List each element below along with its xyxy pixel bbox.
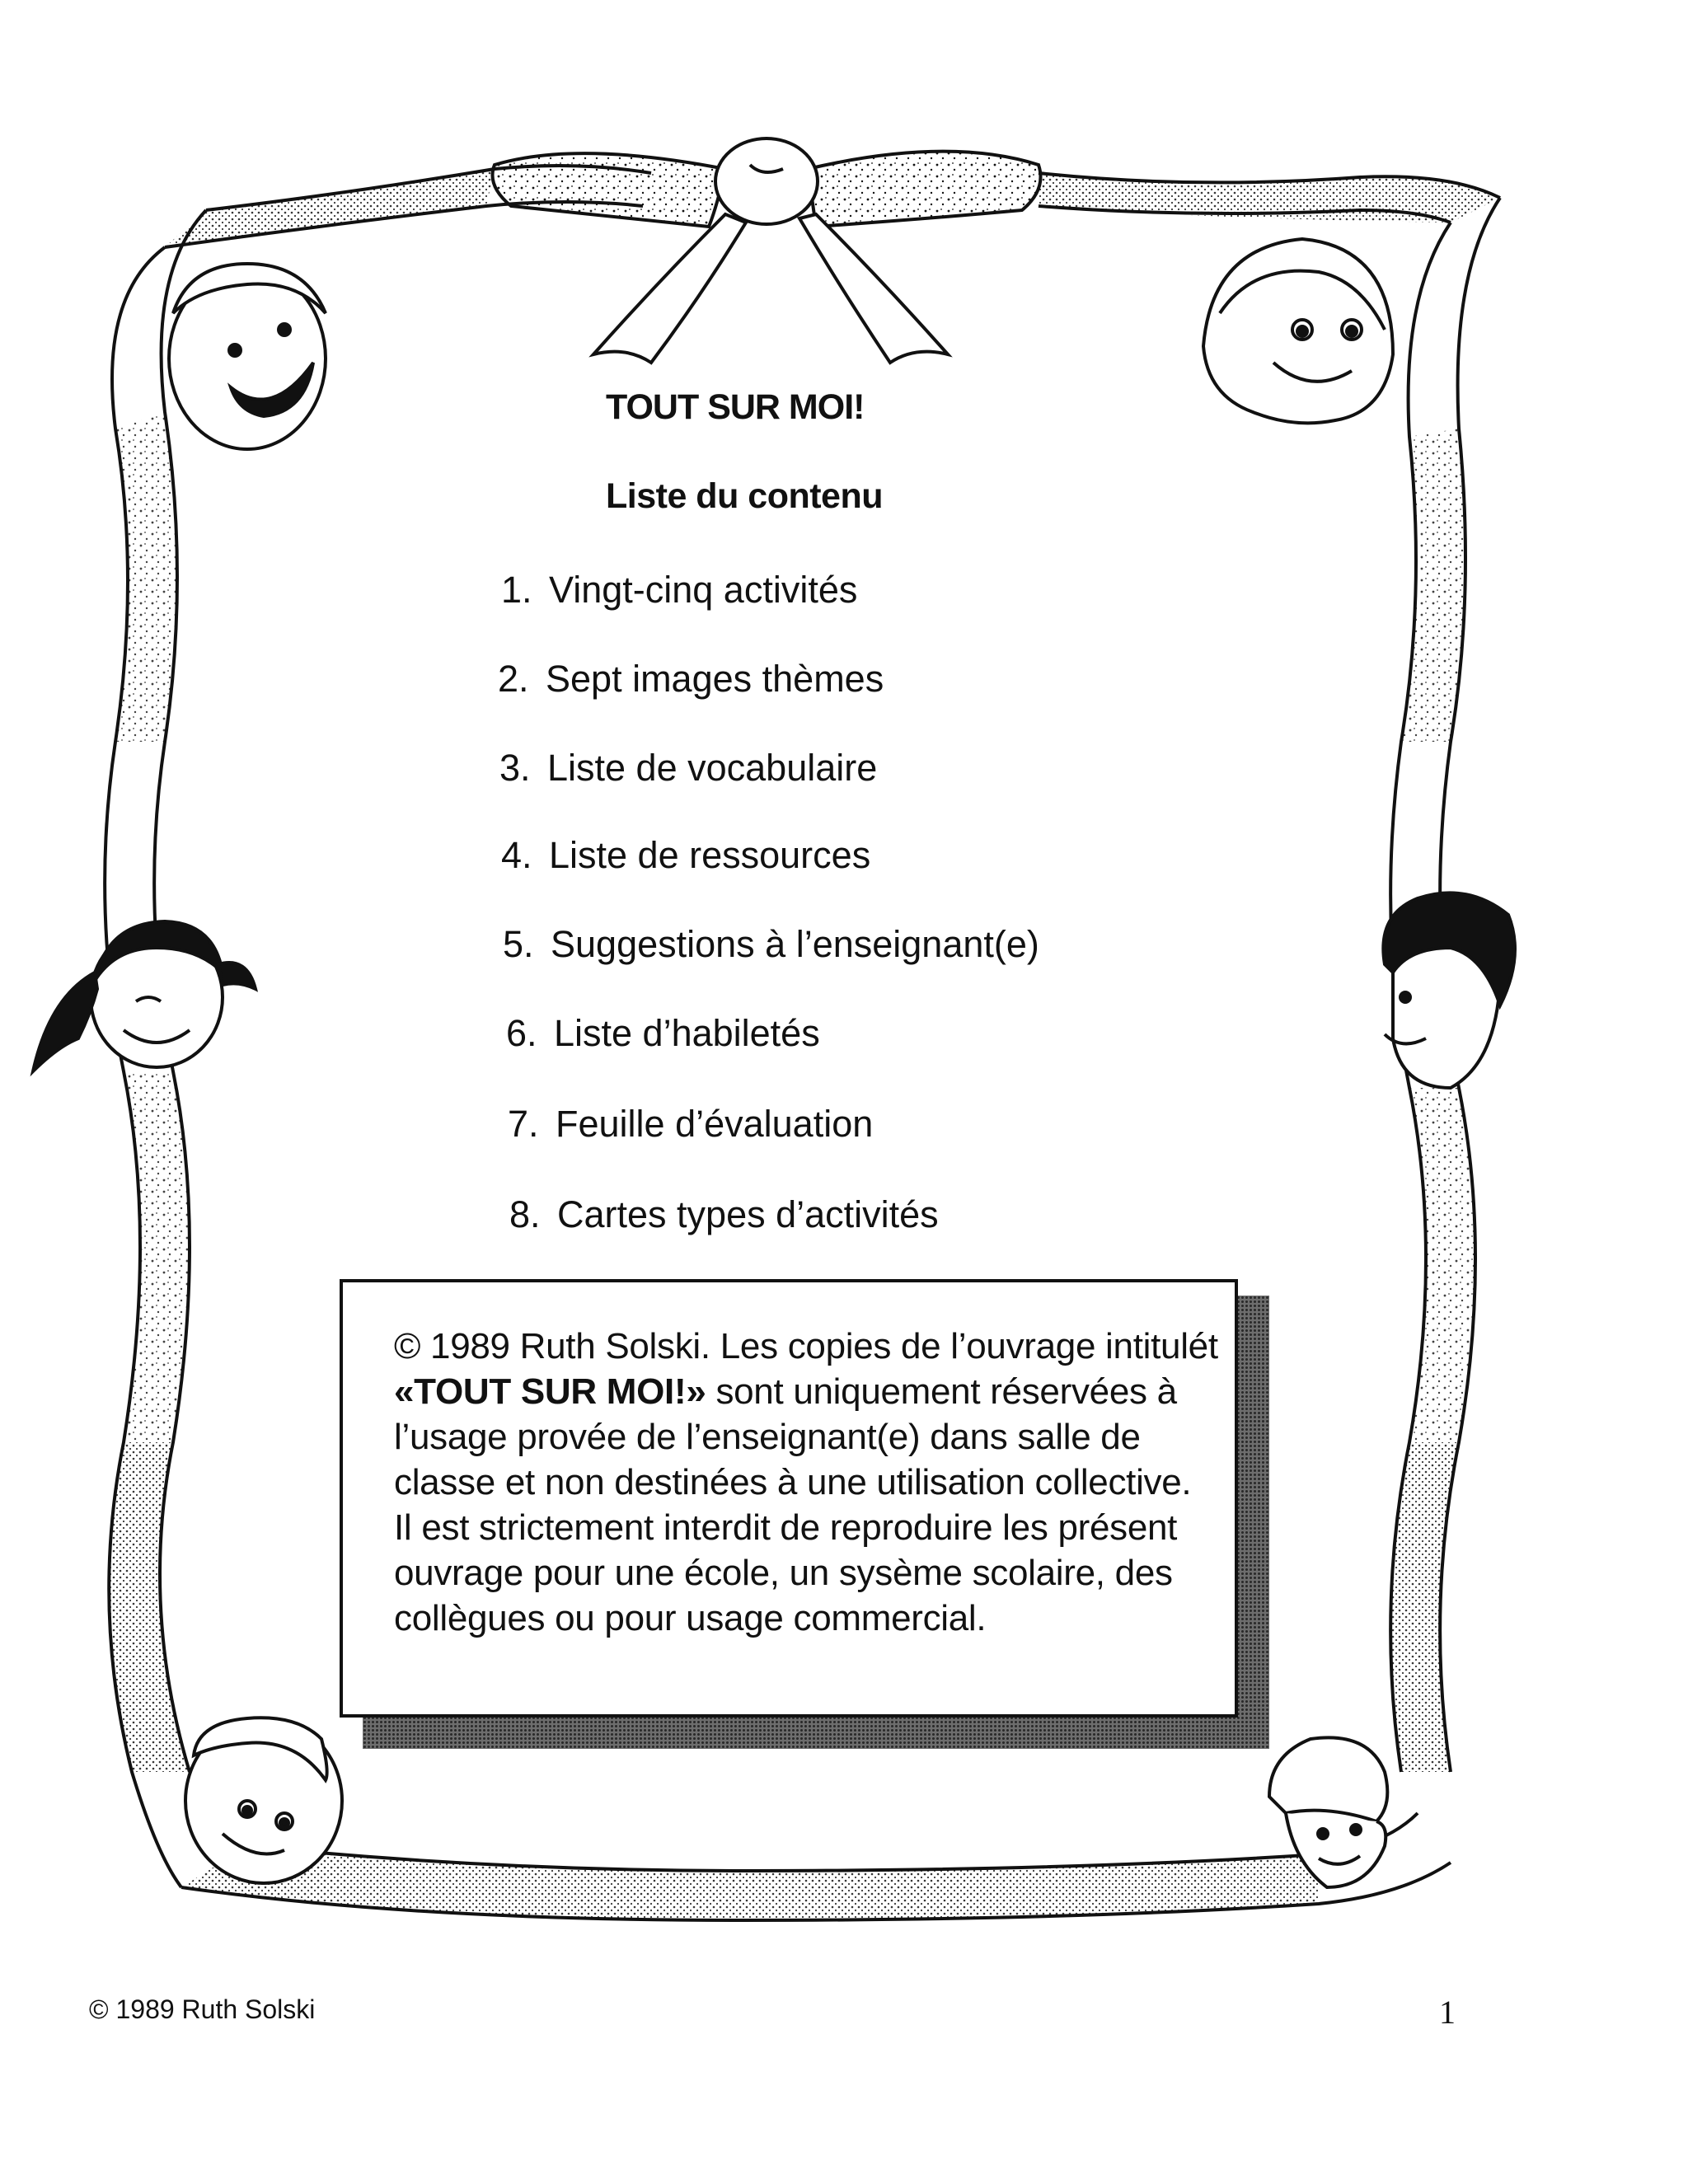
turban-face-icon [1267,1736,1390,1890]
list-item: 2.Sept images thèmes [498,658,884,700]
boy-face-icon-2 [184,1716,344,1885]
boy-face-icon [167,261,327,451]
list-item: 6.Liste d’habiletés [506,1012,820,1054]
ribbon-shading [109,169,1500,1920]
bow-icon [490,137,1043,365]
list-item: 8.Cartes types d’activités [509,1193,939,1235]
list-item: 7.Feuille d’évaluation [508,1103,874,1145]
copyright-notice-box: © 1989 Ruth Solski. Les copies de l’ouvr… [340,1279,1238,1718]
girl-face-icon [1201,237,1395,425]
list-item: 4.Liste de ressources [501,834,871,876]
boy-curly-face-icon [1381,891,1517,1090]
list-item: 5.Suggestions à l’enseignant(e) [503,923,1039,965]
copyright-notice-text: © 1989 Ruth Solski. Les copies de l’ouvr… [394,1326,1218,1638]
notice-title-emphasis: «TOUT SUR MOI!» [394,1371,706,1412]
contents-heading: Liste du contenu [606,476,884,516]
page-title: TOUT SUR MOI! [606,387,865,427]
page-number: 1 [1439,1994,1456,2031]
footer-copyright: © 1989 Ruth Solski [89,1994,316,2024]
list-item: 3.Liste de vocabulaire [499,747,878,789]
girl-pigtails-face-icon [30,919,258,1077]
list-item: 1.Vingt-cinq activités [501,569,858,611]
